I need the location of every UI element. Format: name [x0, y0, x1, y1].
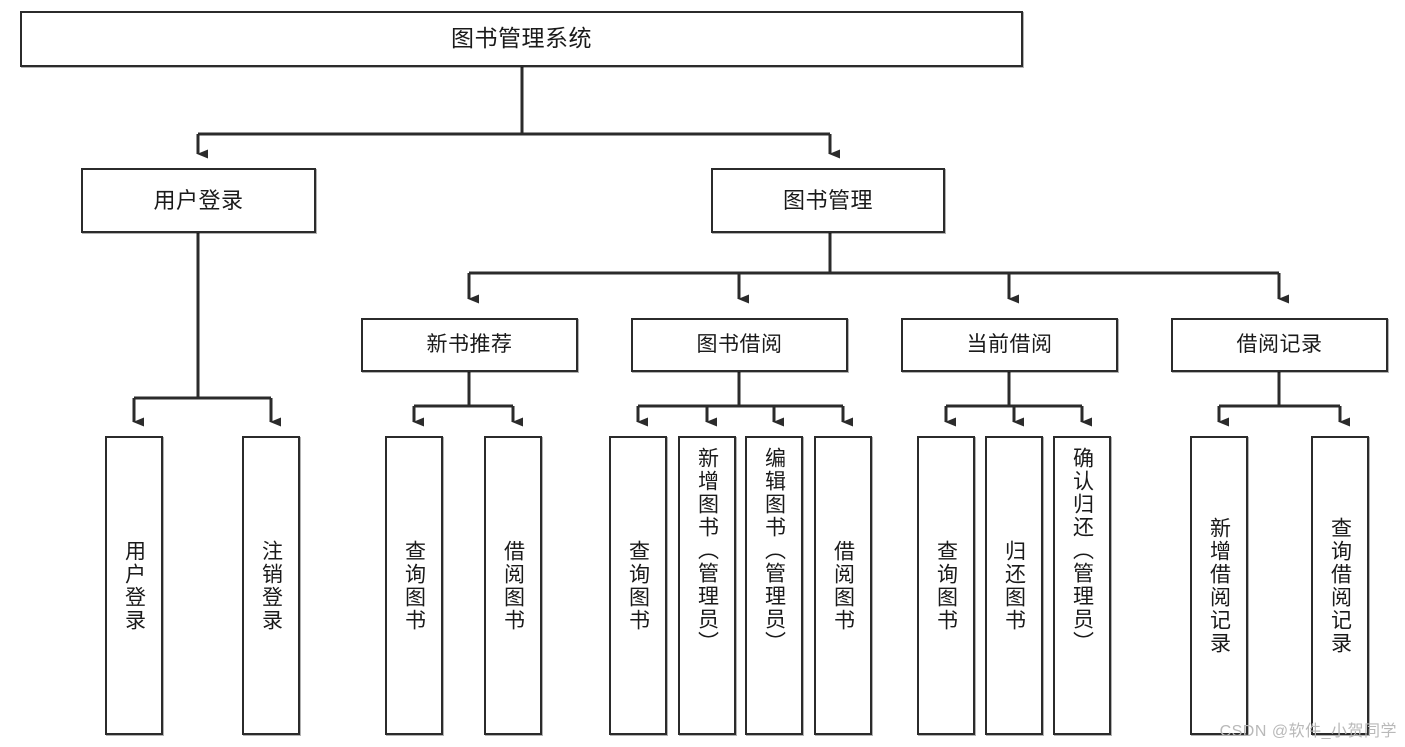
node-leaf-borrow-book-borrow[interactable]: 借阅图书 [814, 436, 872, 735]
node-sub-book-borrow[interactable]: 图书借阅 [631, 318, 848, 372]
node-label: 新增图书（管理员） [695, 447, 719, 654]
node-branch-user-login[interactable]: 用户登录 [81, 168, 316, 233]
node-leaf-query-book-borrow[interactable]: 查询图书 [609, 436, 667, 735]
node-leaf-query-borrow-record[interactable]: 查询借阅记录 [1311, 436, 1369, 735]
node-leaf-edit-book-admin[interactable]: 编辑图书（管理员） [745, 436, 803, 735]
node-label: 用户登录 [153, 187, 244, 213]
node-leaf-user-login[interactable]: 用户登录 [105, 436, 163, 735]
node-label: 借阅图书 [501, 539, 525, 632]
node-leaf-query-book-current[interactable]: 查询图书 [917, 436, 975, 735]
node-label: 图书管理 [782, 187, 873, 213]
node-leaf-borrow-book-recommend[interactable]: 借阅图书 [484, 436, 542, 735]
node-label: 借阅图书 [831, 539, 855, 632]
node-label: 新书推荐 [426, 332, 513, 356]
node-label: 查询图书 [402, 539, 426, 632]
node-leaf-return-book[interactable]: 归还图书 [985, 436, 1043, 735]
node-leaf-confirm-return-admin[interactable]: 确认归还（管理员） [1053, 436, 1111, 735]
node-sub-current-borrow[interactable]: 当前借阅 [901, 318, 1118, 372]
node-label: 图书管理系统 [451, 25, 592, 52]
node-label: 当前借阅 [966, 332, 1053, 356]
node-leaf-add-borrow-record[interactable]: 新增借阅记录 [1190, 436, 1248, 735]
node-label: 查询借阅记录 [1328, 516, 1352, 655]
node-label: 注销登录 [259, 539, 283, 632]
node-leaf-add-book-admin[interactable]: 新增图书（管理员） [678, 436, 736, 735]
node-label: 图书借阅 [696, 332, 783, 356]
node-root-book-management-system[interactable]: 图书管理系统 [20, 11, 1023, 67]
node-label: 借阅记录 [1236, 332, 1323, 356]
node-leaf-logout-login[interactable]: 注销登录 [242, 436, 300, 735]
node-label: 查询图书 [934, 539, 958, 632]
node-label: 用户登录 [122, 539, 146, 632]
node-sub-borrow-record[interactable]: 借阅记录 [1171, 318, 1388, 372]
node-label: 查询图书 [626, 539, 650, 632]
node-label: 新增借阅记录 [1207, 516, 1231, 655]
node-sub-new-book-recommend[interactable]: 新书推荐 [361, 318, 578, 372]
node-label: 编辑图书（管理员） [762, 447, 786, 654]
node-branch-book-management[interactable]: 图书管理 [711, 168, 945, 233]
node-leaf-query-book-recommend[interactable]: 查询图书 [385, 436, 443, 735]
node-label: 确认归还（管理员） [1070, 447, 1094, 654]
node-label: 归还图书 [1002, 539, 1026, 632]
watermark-text: CSDN @软件_小贺同学 [1219, 723, 1397, 740]
